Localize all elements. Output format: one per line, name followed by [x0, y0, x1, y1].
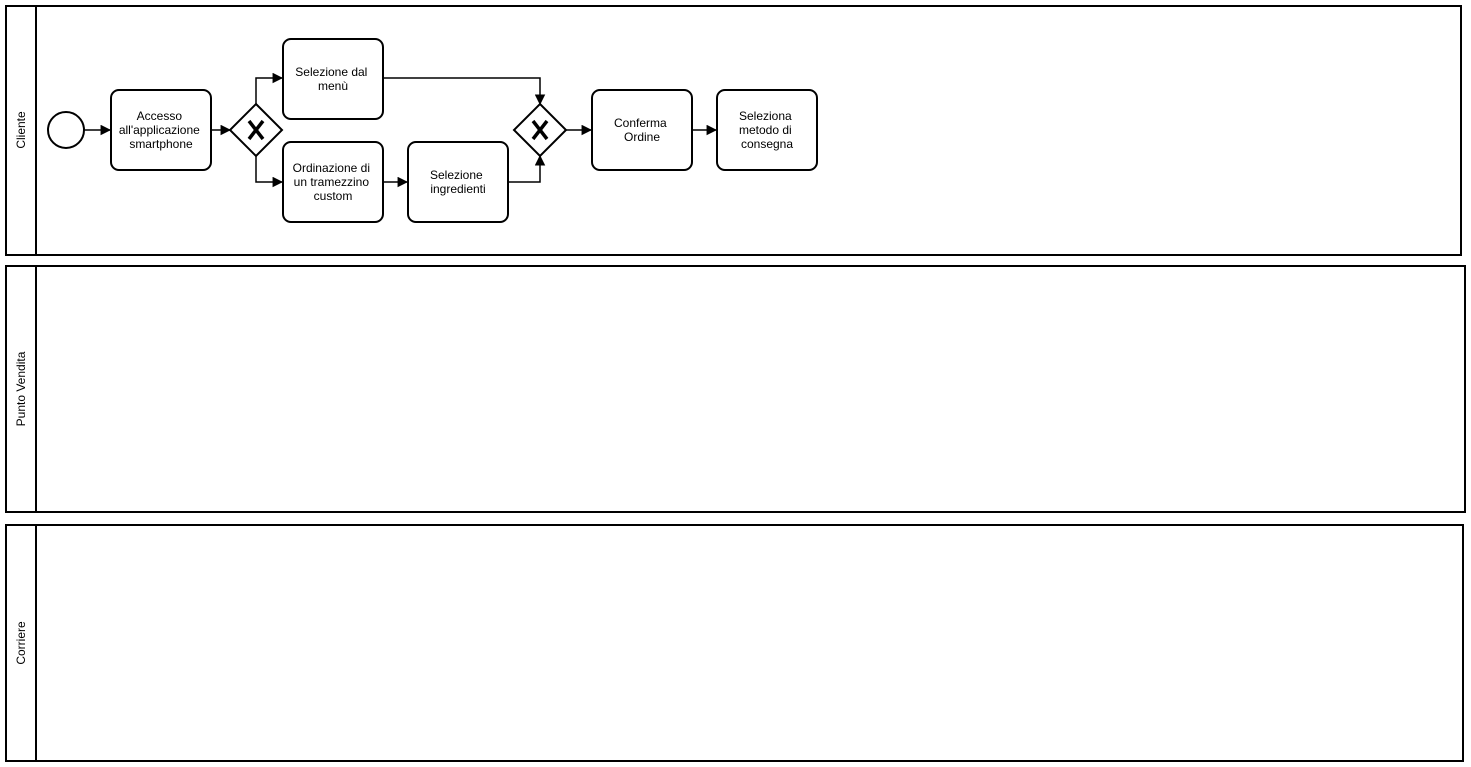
task-ingredienti: Selezione ingredienti	[407, 141, 509, 223]
sequence-flows	[84, 72, 718, 188]
start-event	[47, 111, 85, 149]
task-consegna-line-1: Seleziona	[739, 109, 792, 123]
task-consegna: Seleziona metodo di consegna	[716, 89, 818, 171]
task-consegna-line-2: metodo di	[739, 123, 792, 137]
lane-label-cliente: Cliente	[14, 111, 28, 149]
flow-menu-to-merge	[383, 77, 546, 106]
task-custom-line-2: un tramezzino	[294, 175, 370, 189]
gateway-split	[228, 102, 284, 158]
flow-ingredienti-to-merge	[508, 154, 546, 183]
task-conferma-line-2: Ordine	[624, 130, 660, 144]
svg-text:Ordinazione di un tramez: Ordinazione di un tramezzino custom	[293, 161, 374, 203]
task-ingredienti-line-1: Selezione	[430, 168, 483, 182]
svg-text:Accesso all'applicazione: Accesso all'applicazione smartphone	[119, 109, 203, 151]
task-accesso-line-3: smartphone	[129, 137, 193, 151]
task-conferma: Conferma Ordine	[591, 89, 693, 171]
task-custom-line-3: custom	[314, 189, 353, 203]
flow-split-to-menu	[255, 72, 284, 104]
task-menu: Selezione dal menù	[282, 38, 384, 120]
lane-punto-vendita: Punto Vendita	[5, 265, 1466, 513]
lane-corriere: Corriere	[5, 524, 1464, 762]
task-consegna-line-3: consegna	[741, 137, 793, 151]
task-menu-line-2: menù	[318, 79, 348, 93]
task-conferma-line-1: Conferma	[614, 116, 667, 130]
svg-text:Selezione ingredienti: Selezione ingredienti	[430, 168, 486, 196]
task-ingredienti-line-2: ingredienti	[430, 182, 485, 196]
gateway-x-icon	[247, 119, 265, 141]
gateway-merge	[512, 102, 568, 158]
lane-label-punto-vendita: Punto Vendita	[14, 351, 28, 426]
svg-text:Conferma Ordine: Conferma Ordine	[614, 116, 670, 144]
task-menu-line-1: Selezione dal	[295, 65, 367, 79]
task-accesso: Accesso all'applicazione smartphone	[110, 89, 212, 171]
lane-label-corriere: Corriere	[14, 621, 28, 665]
flow-split-to-custom	[255, 156, 284, 188]
task-accesso-line-1: Accesso	[137, 109, 183, 123]
task-accesso-line-2: all'applicazione	[119, 123, 200, 137]
gateway-x-icon	[531, 119, 549, 141]
task-custom-line-1: Ordinazione di	[293, 161, 370, 175]
svg-text:Selezione dal menù: Selezione dal menù	[295, 65, 370, 93]
task-custom: Ordinazione di un tramezzino custom	[282, 141, 384, 223]
svg-text:Seleziona metodo di: Seleziona metodo di consegna	[739, 109, 795, 151]
